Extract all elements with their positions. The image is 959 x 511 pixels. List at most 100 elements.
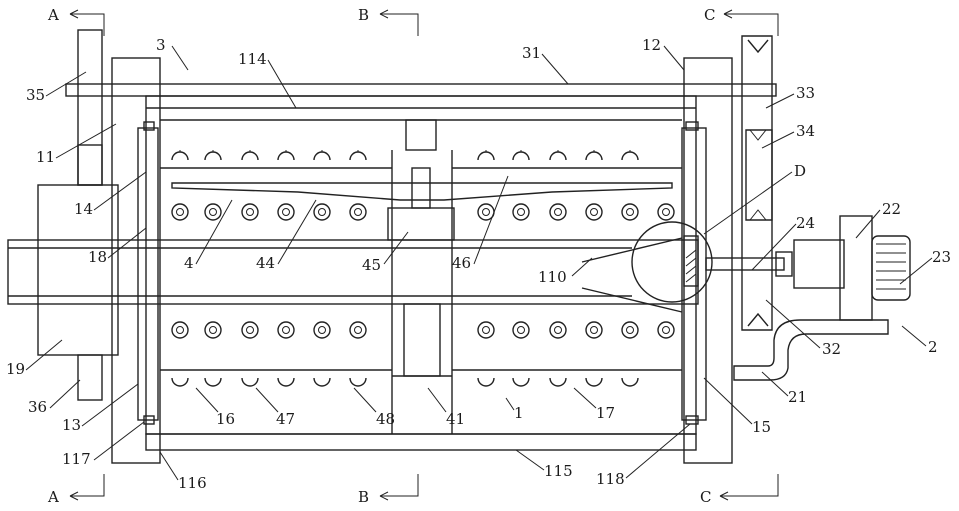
- svg-text:22: 22: [882, 200, 901, 218]
- label-48: 48: [354, 388, 395, 428]
- section-marker-a-top: A: [47, 6, 104, 36]
- svg-text:C: C: [704, 6, 715, 24]
- label-46: 46: [452, 176, 508, 272]
- label-23: 23: [900, 248, 951, 284]
- roller-hub: [518, 327, 525, 334]
- label-2: 2: [902, 326, 938, 356]
- svg-text:46: 46: [452, 254, 471, 272]
- roller-hub: [483, 209, 490, 216]
- spray-nozzle: [550, 378, 566, 386]
- bottom-nozzle-row: [172, 378, 638, 386]
- svg-text:36: 36: [28, 398, 47, 416]
- svg-text:31: 31: [522, 44, 541, 62]
- svg-text:32: 32: [822, 340, 841, 358]
- roller: [350, 322, 366, 338]
- roller: [586, 204, 602, 220]
- svg-text:33: 33: [796, 84, 815, 102]
- label-12: 12: [642, 36, 684, 70]
- spray-nozzle: [205, 152, 221, 160]
- svg-text:1: 1: [514, 404, 524, 422]
- section-marker-b-top: B: [358, 6, 418, 36]
- top-block: [406, 120, 436, 150]
- scraper-44: [172, 183, 672, 200]
- motor-bracket-2: [734, 320, 888, 380]
- roller-hub: [247, 327, 254, 334]
- roller-hub: [319, 327, 326, 334]
- motor-body-23: [872, 236, 910, 300]
- svg-text:45: 45: [362, 256, 381, 274]
- roller: [172, 322, 188, 338]
- spray-nozzle: [622, 378, 638, 386]
- spray-nozzle: [350, 378, 366, 386]
- label-45: 45: [362, 232, 408, 274]
- spray-nozzle: [550, 152, 566, 160]
- label-13: 13: [62, 384, 138, 434]
- right-inner-column-15: [682, 128, 706, 420]
- label-19: 19: [6, 340, 62, 378]
- upper-roller-row: [172, 204, 674, 220]
- roller-hub: [177, 209, 184, 216]
- lower-roller-row: [172, 322, 674, 338]
- label-11: 11: [36, 124, 116, 166]
- svg-text:13: 13: [62, 416, 81, 434]
- svg-text:110: 110: [538, 268, 567, 286]
- label-4: 4: [184, 200, 232, 272]
- roller: [478, 322, 494, 338]
- roller-hub: [319, 209, 326, 216]
- roller: [314, 204, 330, 220]
- left-post-35: [78, 30, 102, 185]
- svg-text:116: 116: [178, 474, 207, 492]
- svg-text:12: 12: [642, 36, 661, 54]
- svg-text:19: 19: [6, 360, 25, 378]
- roller: [278, 322, 294, 338]
- roller: [205, 204, 221, 220]
- roller: [172, 204, 188, 220]
- pulley-34: [746, 130, 772, 220]
- section-marker-c-top: C: [704, 6, 778, 36]
- roller-hub: [627, 327, 634, 334]
- block-45: [388, 208, 454, 240]
- svg-text:21: 21: [788, 388, 807, 406]
- label-17: 17: [574, 388, 615, 422]
- label-36: 36: [28, 380, 80, 416]
- svg-text:44: 44: [256, 254, 275, 272]
- svg-text:114: 114: [238, 50, 267, 68]
- svg-text:14: 14: [74, 200, 93, 218]
- label-41: 41: [428, 388, 465, 428]
- svg-text:47: 47: [276, 410, 295, 428]
- svg-text:115: 115: [544, 462, 573, 480]
- roller-hub: [663, 327, 670, 334]
- main-frame-1: [146, 96, 696, 434]
- spray-nozzle: [172, 378, 188, 386]
- label-15: 15: [704, 378, 771, 436]
- label-3: 3: [156, 36, 188, 70]
- spray-nozzle: [622, 152, 638, 160]
- roller-hub: [518, 209, 525, 216]
- section-marker-c-bottom: C: [700, 474, 778, 506]
- svg-text:2: 2: [928, 338, 938, 356]
- left-post-lower: [78, 145, 102, 185]
- label-1: 1: [506, 398, 524, 422]
- roller-hub: [483, 327, 490, 334]
- roller: [513, 204, 529, 220]
- roller-hub: [283, 209, 290, 216]
- roller: [242, 204, 258, 220]
- nozzle-110: [582, 238, 682, 312]
- label-114: 114: [238, 50, 296, 108]
- spray-nozzle: [586, 378, 602, 386]
- svg-text:117: 117: [62, 450, 91, 468]
- roller-hub: [283, 327, 290, 334]
- svg-text:23: 23: [932, 248, 951, 266]
- label-35: 35: [26, 72, 86, 104]
- svg-text:17: 17: [596, 404, 615, 422]
- svg-text:11: 11: [36, 148, 55, 166]
- section-marker-a-bottom: A: [47, 474, 104, 506]
- label-31: 31: [522, 44, 568, 84]
- roller-hub: [591, 209, 598, 216]
- spray-nozzle: [242, 152, 258, 160]
- svg-text:B: B: [358, 6, 369, 24]
- roller: [622, 322, 638, 338]
- label-47: 47: [256, 388, 295, 428]
- spray-nozzle: [314, 152, 330, 160]
